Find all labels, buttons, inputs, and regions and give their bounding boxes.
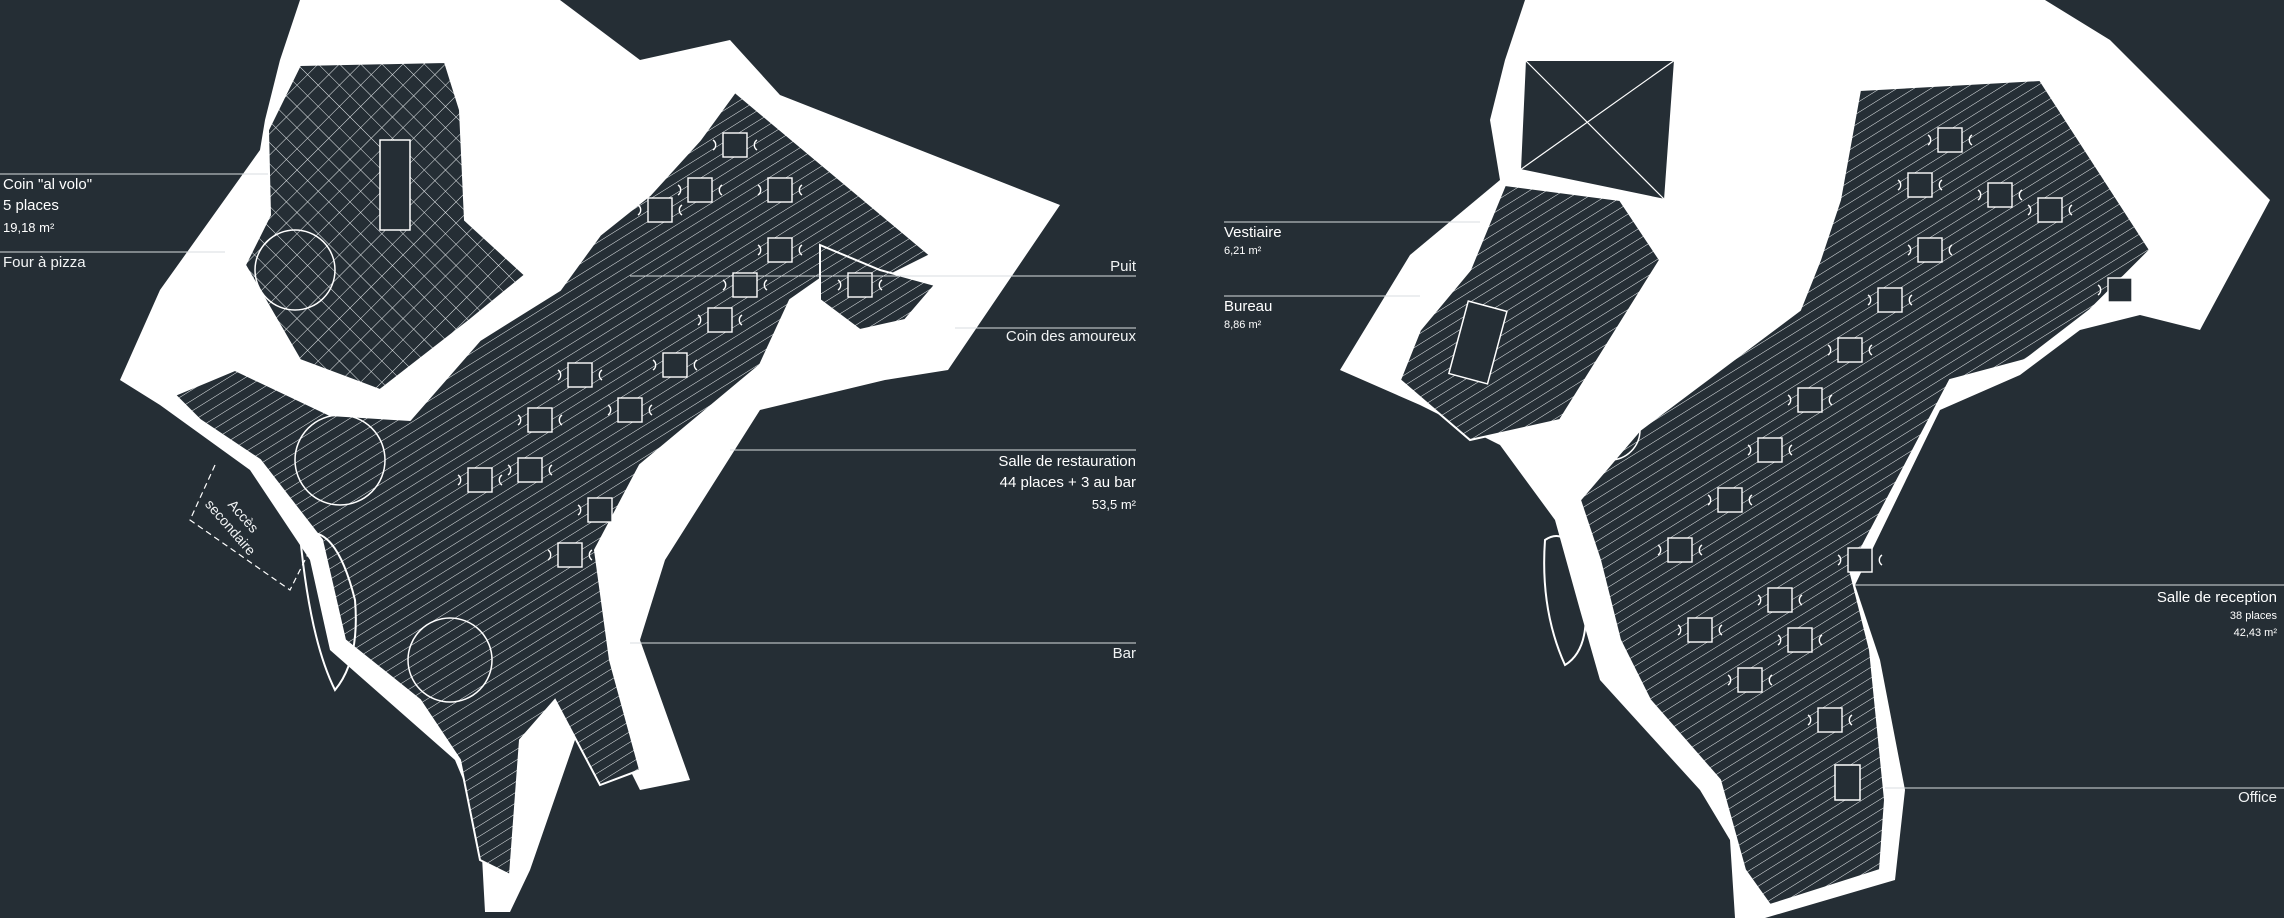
left-kitchen-island (379, 139, 411, 231)
label-coin-des-amoureux: Coin des amoureux (1005, 328, 1136, 345)
left-bar-column (407, 617, 493, 703)
left-bar-counter (298, 531, 357, 692)
coin-volo-area: 19,18 m² (3, 220, 55, 235)
right-stair-column (1579, 399, 1641, 461)
right-cloakroom-diag-1 (1524, 59, 1666, 201)
coin-volo-title: Coin "al volo" (3, 176, 93, 193)
salle-places: 44 places + 3 au bar (999, 474, 1136, 491)
right-reception-floor (1578, 78, 2152, 907)
label-office: Office (2238, 789, 2277, 806)
label-bureau: Bureau 8,86 m² (1224, 296, 1272, 334)
label-bar: Bar (1112, 645, 1136, 662)
bureau-title: Bureau (1224, 298, 1273, 315)
coin-volo-places: 5 places (3, 197, 59, 214)
reception-title: Salle de reception (2156, 589, 2277, 606)
label-puit: Puit (1110, 258, 1136, 275)
right-office-fixture (1834, 764, 1861, 801)
bureau-area: 8,86 m² (1224, 319, 1262, 331)
reception-area: 42,43 m² (2233, 627, 2277, 639)
right-floor-plan (1340, 0, 2270, 918)
label-four-a-pizza: Four à pizza (3, 254, 86, 271)
left-pizza-oven (254, 229, 336, 311)
left-column (294, 414, 386, 506)
right-bar-counter (1543, 535, 1587, 667)
vestiaire-area: 6,21 m² (1224, 245, 1262, 257)
salle-title: Salle de restauration (998, 453, 1136, 470)
reception-places: 38 places (2229, 610, 2277, 622)
vestiaire-title: Vestiaire (1224, 224, 1282, 241)
label-salle-de-reception: Salle de reception 38 places 42,43 m² (2157, 587, 2277, 642)
label-coin-al-volo: Coin "al volo" 5 places 19,18 m² (3, 174, 92, 239)
label-salle-de-restauration: Salle de restauration 44 places + 3 au b… (998, 451, 1136, 516)
right-cloakroom-diag-2 (1519, 59, 1676, 171)
right-office-desk (1447, 300, 1508, 385)
label-vestiaire: Vestiaire 6,21 m² (1224, 222, 1282, 260)
salle-area: 53,5 m² (1091, 497, 1136, 512)
leader-lines (0, 173, 2284, 789)
left-lovers-corner-floor (819, 243, 937, 332)
left-floor-plan (120, 0, 1060, 912)
